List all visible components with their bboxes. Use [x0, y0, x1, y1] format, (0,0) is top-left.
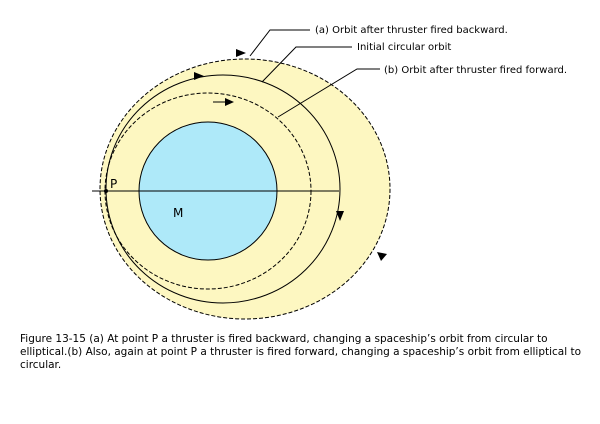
- label-planet-m: M: [173, 206, 183, 220]
- leader-initial-orbit: [261, 46, 352, 83]
- arrow-outer-right-icon: [377, 252, 387, 261]
- figure-caption: Figure 13-15 (a) At point P a thruster i…: [20, 333, 582, 371]
- arrow-solid-right-icon: [336, 211, 344, 221]
- label-initial-orbit: Initial circular orbit: [357, 42, 451, 53]
- orbit-diagram: (a) Orbit after thruster fired backward.…: [92, 25, 567, 320]
- leader-orbit-forward: [277, 68, 380, 118]
- label-orbit-backward: (a) Orbit after thruster fired backward.: [315, 25, 508, 36]
- arrow-solid-top-icon: [194, 72, 204, 80]
- leader-orbit-backward: [249, 29, 310, 57]
- label-point-p: P: [110, 177, 117, 191]
- label-orbit-forward: (b) Orbit after thruster fired forward.: [384, 65, 567, 76]
- point-p-marker: [104, 189, 108, 193]
- arrow-inner-head-icon: [225, 98, 234, 106]
- arrow-outer-top-icon: [236, 49, 246, 57]
